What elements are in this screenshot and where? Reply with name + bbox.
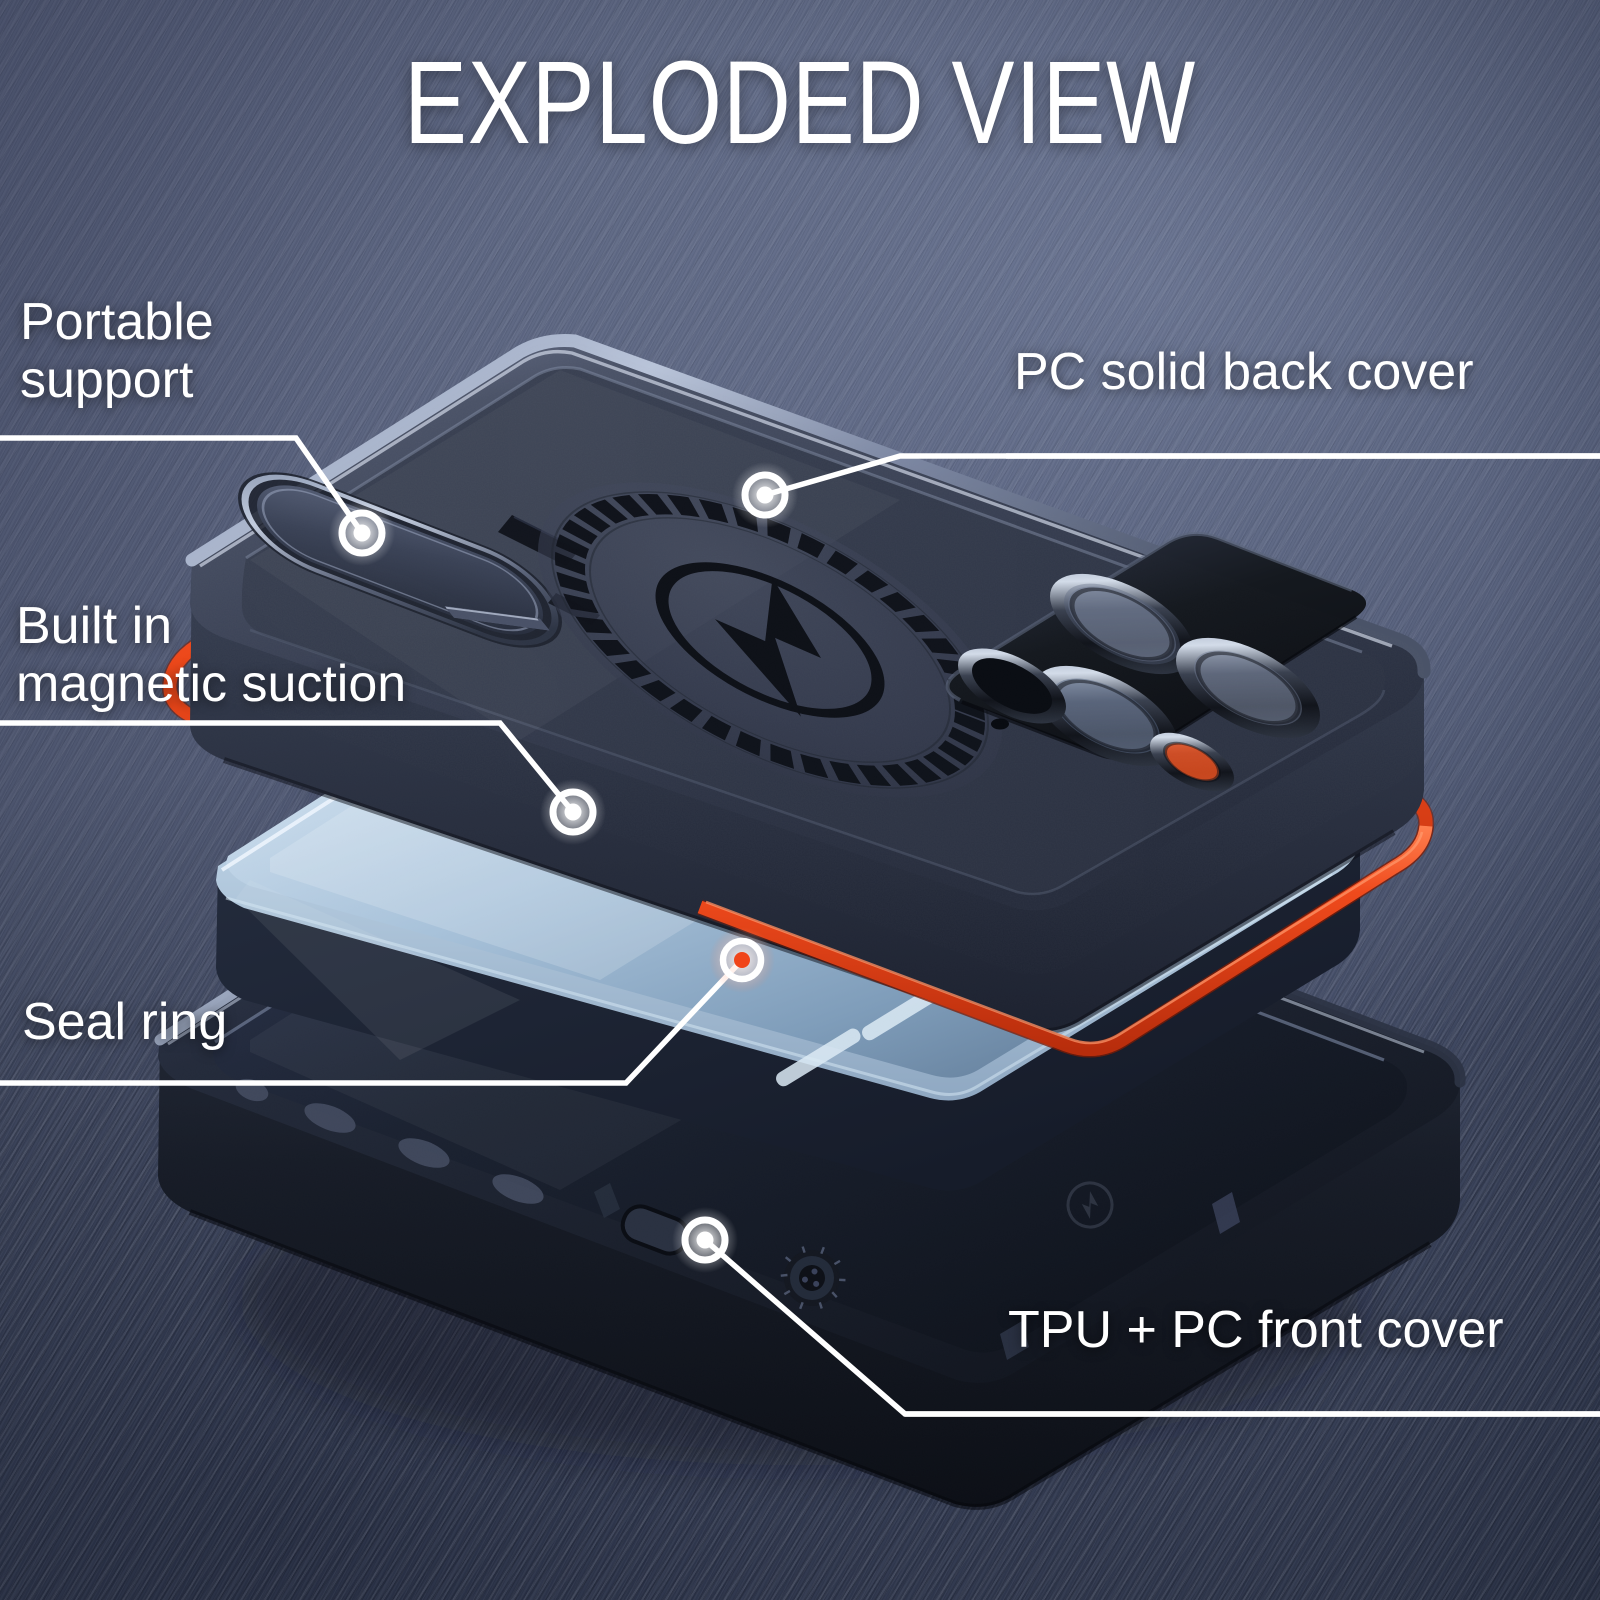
page-title: EXPLODED VIEW bbox=[403, 37, 1196, 169]
callout-label-portable-support: Portable support bbox=[20, 293, 214, 410]
callout-label-built-in-magnetic-suction: Built in magnetic suction bbox=[16, 597, 407, 714]
callout-label-seal-ring: Seal ring bbox=[22, 993, 228, 1051]
callout-label-pc-solid-back-cover: PC solid back cover bbox=[1014, 343, 1474, 401]
callout-label-tpu-pc-front-cover: TPU + PC front cover bbox=[1008, 1301, 1504, 1359]
seal-ring-foreground-segment bbox=[697, 824, 1434, 1058]
